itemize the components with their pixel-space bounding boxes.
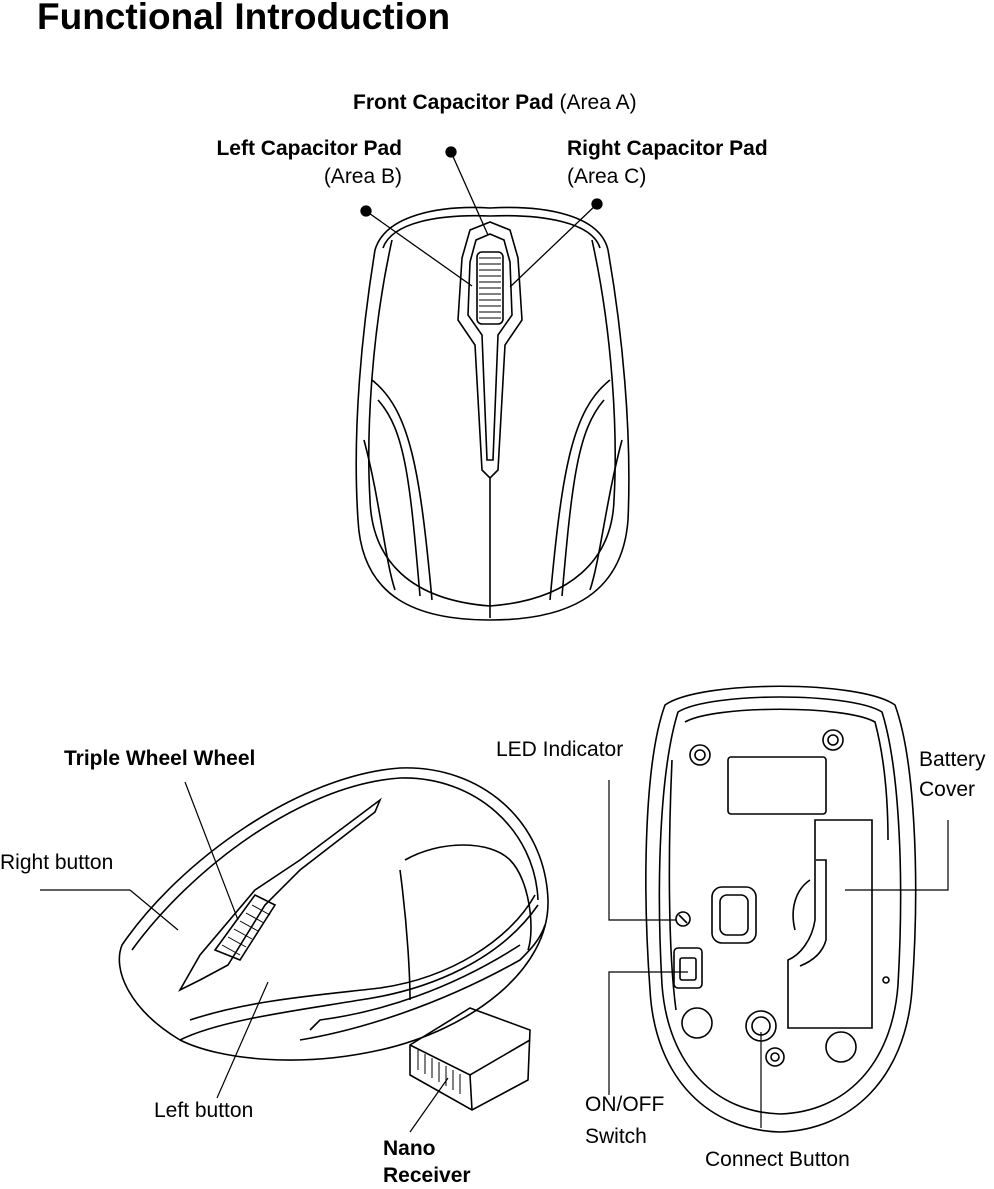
front-pad-area: (Area A) (559, 91, 637, 114)
bottom-view-mouse (645, 685, 917, 1133)
side-view-leaders (40, 781, 449, 1133)
bottom-view-leaders (608, 780, 949, 1128)
top-view-mouse (355, 206, 630, 621)
switch-label-line2: Switch (585, 1125, 647, 1148)
page-title: Functional Introduction (37, 0, 451, 37)
top-view-leaders (360, 146, 603, 288)
nano-receiver (409, 1007, 531, 1111)
nano-label-line2: Receiver (383, 1164, 471, 1187)
left-pad-name: Left Capacitor Pad (216, 137, 402, 160)
right-pad-name: Right Capacitor Pad (567, 137, 768, 160)
switch-label-line1: ON/OFF (585, 1093, 665, 1116)
front-pad-name: Front Capacitor Pad (353, 91, 554, 114)
battery-label-line1: Battery (919, 748, 986, 771)
left-button-label: Left button (154, 1099, 254, 1122)
triple-wheel-label: Triple Wheel Wheel (64, 747, 256, 770)
nano-label-line1: Nano (383, 1137, 436, 1160)
led-indicator-label: LED Indicator (496, 738, 624, 761)
front-pad-label: Front Capacitor Pad (Area A) (353, 90, 637, 116)
side-view-mouse (118, 767, 549, 1061)
right-pad-area: (Area C) (567, 165, 647, 188)
connect-button-label: Connect Button (705, 1148, 850, 1171)
right-button-label: Right button (0, 851, 114, 874)
left-pad-area: (Area B) (323, 165, 402, 188)
battery-label-line2: Cover (919, 778, 976, 801)
